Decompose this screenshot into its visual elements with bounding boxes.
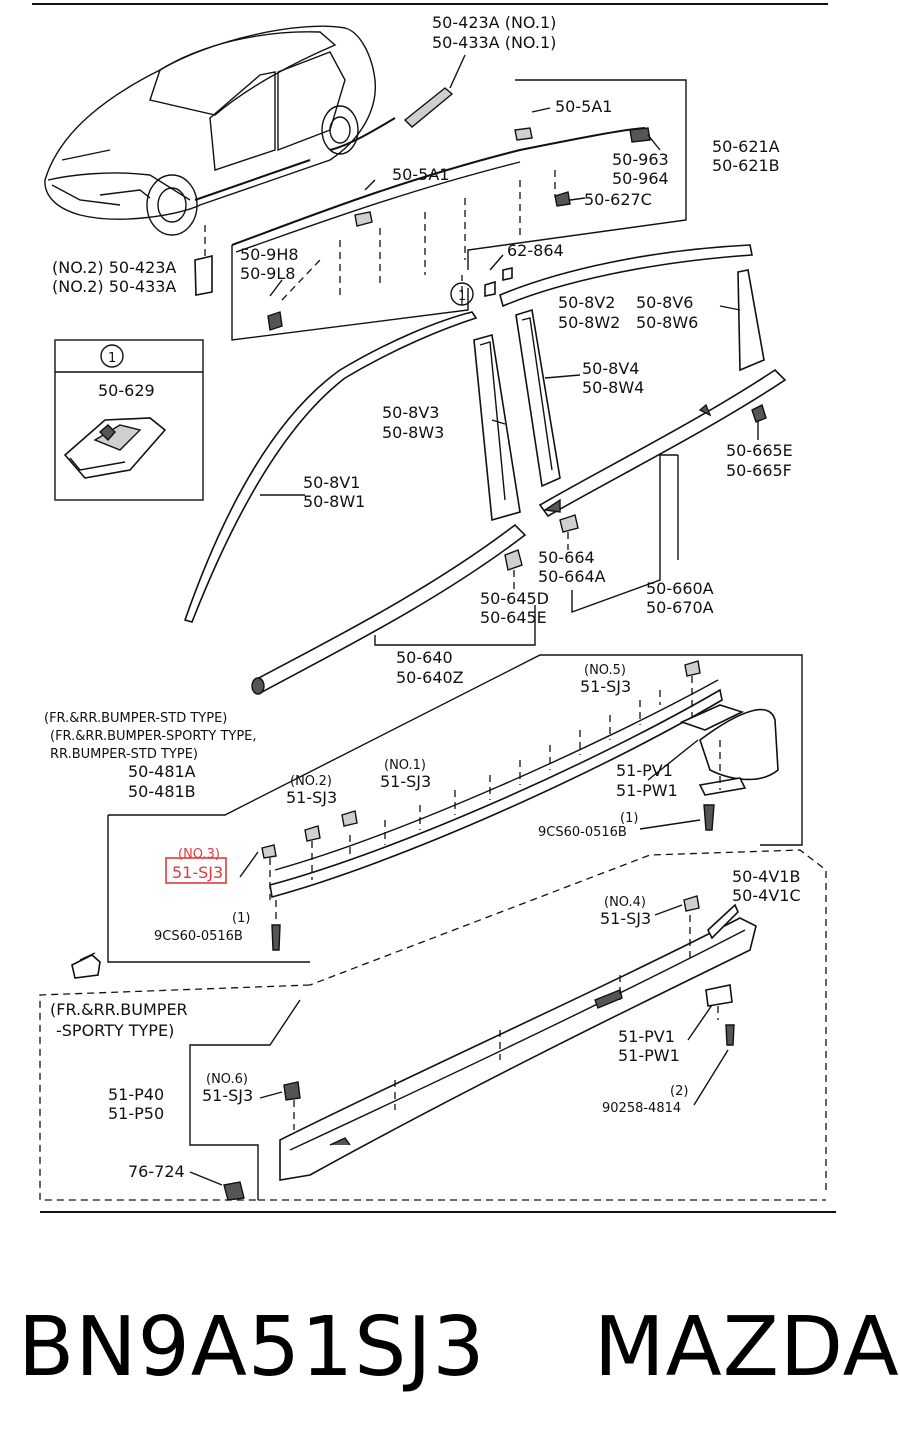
label-50-664A: 50-664A — [538, 567, 606, 586]
label-no2-50-423A: (NO.2) 50-423A — [52, 258, 176, 277]
label-50-621B: 50-621B — [712, 156, 780, 175]
label-qty-1-std: (1) — [620, 811, 638, 826]
clip-50-629-part — [63, 417, 167, 479]
parts-diagram: 50-423A (NO.1) 50-433A (NO.1) 50-5A1 50-… — [32, 3, 836, 1213]
label-50-4V1C: 50-4V1C — [732, 886, 801, 905]
label-no6: (NO.6) — [206, 1072, 248, 1087]
label-50-8V1: 50-8V1 — [303, 473, 360, 492]
label-50-645E: 50-645E — [480, 608, 547, 627]
label-50-423A-no1: 50-423A (NO.1) — [432, 13, 556, 32]
label-circle-1-main: 1 — [458, 289, 466, 304]
label-50-963: 50-963 — [612, 150, 669, 169]
caption-part-number: BN9A51SJ3 MAZDA — [18, 1300, 900, 1395]
label-50-5A1-mid: 50-5A1 — [392, 165, 449, 184]
label-51-SJ3-no5: 51-SJ3 — [580, 677, 631, 696]
label-50-433A-no1: 50-433A (NO.1) — [432, 33, 556, 52]
front-door-molding-line — [329, 117, 396, 151]
std-type-box — [107, 654, 803, 963]
label-51-SJ3-no2: 51-SJ3 — [286, 788, 337, 807]
label-std-type-3: RR.BUMPER-STD TYPE) — [50, 747, 198, 762]
b-pillar-8V3 — [473, 333, 521, 522]
label-51-PW1-std: 51-PW1 — [616, 781, 678, 800]
label-qty-2: (2) — [670, 1084, 688, 1099]
label-50-481A: 50-481A — [128, 762, 196, 781]
label-50-640Z: 50-640Z — [396, 668, 464, 687]
car-illustration — [44, 25, 377, 236]
label-50-8V6: 50-8V6 — [636, 293, 693, 312]
front-belt-molding-640 — [253, 523, 527, 694]
label-50-665F: 50-665F — [726, 461, 792, 480]
label-50-8V2: 50-8V2 — [558, 293, 615, 312]
label-no5: (NO.5) — [584, 663, 626, 678]
label-50-8W3: 50-8W3 — [382, 423, 444, 442]
label-50-481B: 50-481B — [128, 782, 196, 801]
sporty-type-box — [39, 984, 311, 1201]
mudflap-STD — [699, 708, 779, 781]
label-no2: (NO.2) — [290, 774, 332, 789]
label-no3: (NO.3) — [178, 847, 220, 862]
label-51-P40: 51-P40 — [108, 1085, 164, 1104]
label-50-670A: 50-670A — [646, 598, 714, 617]
label-qty-1-front: (1) — [232, 911, 250, 926]
front-arrow-icon — [71, 954, 101, 979]
roof-molding-8V2 — [499, 244, 753, 308]
label-50-8V4: 50-8V4 — [582, 359, 639, 378]
a-pillar-molding-8V1 — [183, 311, 478, 623]
label-50-8V3: 50-8V3 — [382, 403, 439, 422]
label-51-SJ3-no1: 51-SJ3 — [380, 772, 431, 791]
label-50-665E: 50-665E — [726, 441, 793, 460]
label-50-627C: 50-627C — [584, 190, 652, 209]
label-std-type-2: (FR.&RR.BUMPER-SPORTY TYPE, — [50, 729, 257, 744]
label-51-PV1-std: 51-PV1 — [616, 761, 673, 780]
window-channel-molding — [231, 127, 646, 246]
side-sill-rail-481A — [269, 688, 723, 899]
label-std-type-1: (FR.&RR.BUMPER-STD TYPE) — [44, 711, 227, 726]
label-90258-4814: 90258-4814 — [602, 1101, 681, 1116]
label-50-660A: 50-660A — [646, 579, 714, 598]
label-62-864: 62-864 — [507, 241, 564, 260]
highlight-box — [165, 857, 227, 884]
upper-group-box — [231, 245, 469, 341]
label-50-629: 50-629 — [98, 381, 155, 400]
label-50-8W4: 50-8W4 — [582, 378, 644, 397]
label-50-9H8: 50-9H8 — [240, 245, 299, 264]
label-51-PV1-sporty: 51-PV1 — [618, 1027, 675, 1046]
label-50-664: 50-664 — [538, 548, 595, 567]
label-51-SJ3-no4: 51-SJ3 — [600, 909, 651, 928]
label-51-SJ3-no3[interactable]: 51-SJ3 — [172, 863, 223, 882]
inset-box-50-629 — [54, 339, 204, 501]
label-no2-50-433A: (NO.2) 50-433A — [52, 277, 176, 296]
label-50-621A: 50-621A — [712, 137, 780, 156]
rear-belt-molding-660A — [538, 368, 787, 518]
label-9CS60-0516B-std: 9CS60-0516B — [538, 825, 627, 840]
label-51-SJ3-no6: 51-SJ3 — [202, 1086, 253, 1105]
label-50-8W1: 50-8W1 — [303, 492, 365, 511]
label-51-PW1-sporty: 51-PW1 — [618, 1046, 680, 1065]
b-pillar-8V4 — [515, 308, 561, 488]
label-50-640: 50-640 — [396, 648, 453, 667]
label-sporty-type-1: (FR.&RR.BUMPER — [50, 1000, 188, 1019]
label-sporty-type-2: -SPORTY TYPE) — [56, 1021, 174, 1040]
label-50-645D: 50-645D — [480, 589, 549, 608]
label-no1: (NO.1) — [384, 758, 426, 773]
top-molding-part — [403, 87, 454, 128]
label-50-8W6: 50-8W6 — [636, 313, 698, 332]
label-50-5A1-top: 50-5A1 — [555, 97, 612, 116]
label-circle-1-inset: 1 — [108, 351, 116, 366]
label-51-P50: 51-P50 — [108, 1104, 164, 1123]
label-76-724: 76-724 — [128, 1162, 185, 1181]
sporty-side-sill-P40 — [279, 917, 757, 1181]
c-pillar-8V6 — [737, 269, 765, 372]
label-50-4V1B: 50-4V1B — [732, 867, 800, 886]
label-no4: (NO.4) — [604, 895, 646, 910]
label-9CS60-0516B-front: 9CS60-0516B — [154, 929, 243, 944]
label-50-8W2: 50-8W2 — [558, 313, 620, 332]
label-50-9L8: 50-9L8 — [240, 264, 295, 283]
label-50-964: 50-964 — [612, 169, 669, 188]
lower-molding-part — [194, 254, 213, 296]
